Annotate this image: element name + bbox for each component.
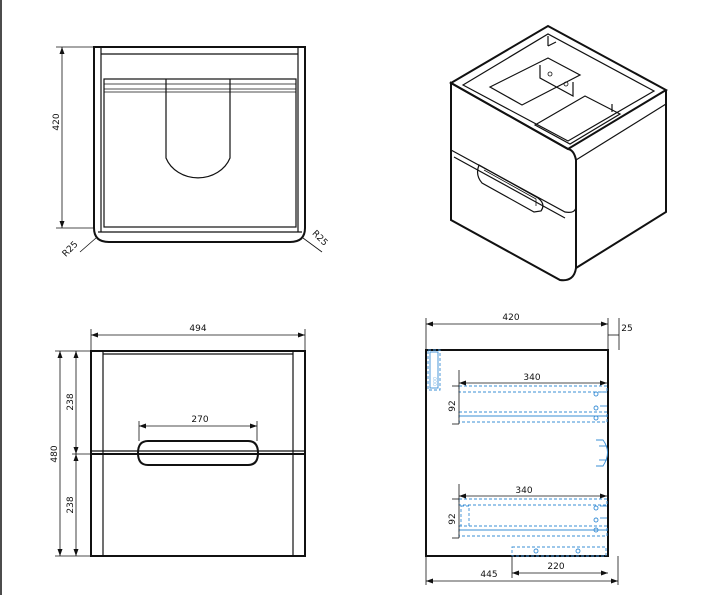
dim-drawer-bottom-gap: 92 xyxy=(448,513,458,524)
dim-rail-bottom: 340 xyxy=(515,486,532,496)
dim-rail-top: 340 xyxy=(523,373,540,383)
dim-drawer-top-gap: 92 xyxy=(448,400,458,411)
dim-handle-width: 270 xyxy=(191,415,208,425)
dim-side-depth: 420 xyxy=(502,313,519,323)
dim-face-width: 494 xyxy=(189,324,206,334)
dim-drawer-top-height: 238 xyxy=(66,393,76,410)
front-view-open: 420 R25 R25 xyxy=(52,46,329,260)
front-view-drawers: 494 270 480 238 238 xyxy=(50,324,306,557)
dim-radius-left: R25 xyxy=(61,240,81,260)
svg-text:▯▯▯: ▯▯▯ xyxy=(432,377,438,386)
dim-drawer-bottom-height: 238 xyxy=(66,496,76,513)
dim-total-height: 480 xyxy=(50,445,60,462)
dim-base-inner: 220 xyxy=(547,562,564,572)
dim-base-depth: 445 xyxy=(480,570,497,580)
isometric-view xyxy=(448,24,669,282)
side-section-view: 420 25 ▯▯▯ 340 92 340 xyxy=(425,313,633,585)
dim-front-height: 420 xyxy=(52,113,62,130)
dim-side-offset: 25 xyxy=(621,324,632,334)
